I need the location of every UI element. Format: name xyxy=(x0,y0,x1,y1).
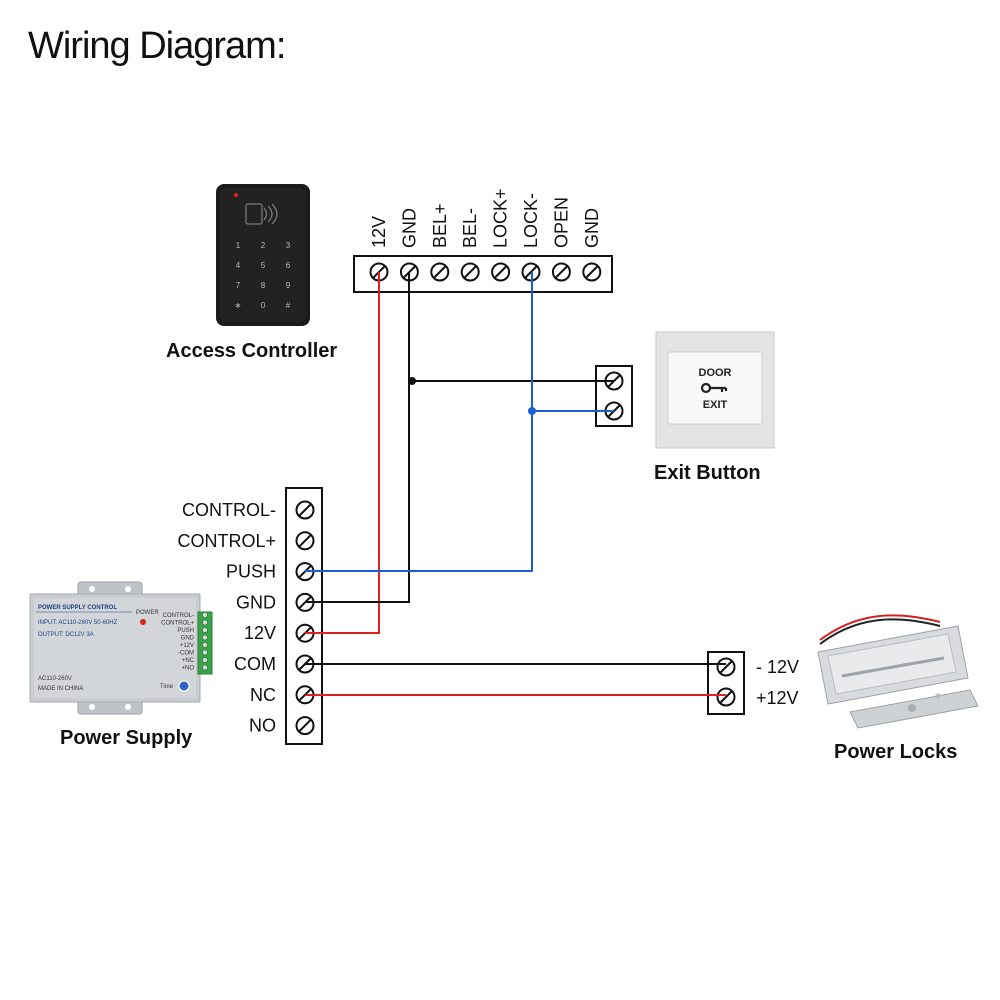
junction-push xyxy=(528,407,536,415)
psu-terminal-label: 12V xyxy=(244,623,276,643)
psu-terminal-label: PUSH xyxy=(226,562,276,582)
psu-terminal-label: NO xyxy=(249,716,276,736)
key-icon xyxy=(700,382,728,394)
keypad-key[interactable]: 0 xyxy=(261,301,266,310)
exit-button-terminal-block xyxy=(595,365,633,427)
power-supply-device: POWER SUPPLY CONTROL INPUT: AC110-260V 5… xyxy=(29,581,213,715)
power-lock-terminal-block: - 12V +12V xyxy=(707,651,799,715)
psu-power-led xyxy=(140,619,146,625)
ac-terminal-screw-icon xyxy=(430,262,450,282)
ac-terminal-label: GND xyxy=(399,208,419,248)
keypad-status-led xyxy=(234,193,238,197)
exit-exit-text: EXIT xyxy=(703,399,728,411)
terminal-block-frame xyxy=(353,255,613,293)
power-supply-terminal-block: CONTROL- CONTROL+ PUSH GND 12V COM NC NO xyxy=(177,487,323,745)
psu-terminal-screw-icon xyxy=(295,716,315,736)
ac-terminal-screw-icon xyxy=(460,262,480,282)
psu-green-screw-icon xyxy=(201,664,208,671)
psu-time-knob[interactable] xyxy=(178,680,190,692)
power-locks-label: Power Locks xyxy=(834,741,957,763)
psu-device-side-label: CONTROL+ xyxy=(161,621,194,627)
keypad-keys: 1 2 3 4 5 6 7 8 9 ∗ 0 # xyxy=(235,241,291,310)
psu-device-side-label: +12V xyxy=(180,643,194,649)
psu-green-screw-icon xyxy=(201,642,208,649)
wire-push-blue xyxy=(305,272,533,572)
psu-terminal-screw-icon xyxy=(295,531,315,551)
ac-terminal-label: GND xyxy=(582,208,602,248)
keypad-key[interactable]: 3 xyxy=(286,241,291,250)
access-controller-label: Access Controller xyxy=(166,340,337,362)
psu-device-power: POWER xyxy=(136,610,159,616)
keypad-key[interactable]: # xyxy=(286,301,291,310)
keypad-key[interactable]: 7 xyxy=(236,281,241,290)
keypad-key[interactable]: 5 xyxy=(261,261,266,270)
psu-terminal-screw-icon xyxy=(295,500,315,520)
psu-device-side-label: CONTROL- xyxy=(163,613,194,619)
ac-terminal-label: LOCK- xyxy=(521,193,541,248)
keypad-key[interactable]: 6 xyxy=(286,261,291,270)
psu-green-screw-icon xyxy=(201,612,208,619)
ac-terminal-label: OPEN xyxy=(551,197,571,248)
power-lock-device xyxy=(817,614,979,729)
psu-green-screw-icon xyxy=(201,627,208,634)
psu-device-title: POWER SUPPLY CONTROL xyxy=(38,605,117,611)
wires xyxy=(305,272,726,696)
exit-button-device: DOOR EXIT xyxy=(655,331,775,449)
keypad-key[interactable]: 4 xyxy=(236,261,241,270)
ac-terminal-screw-icon xyxy=(582,262,602,282)
exit-button-label: Exit Button xyxy=(654,462,761,484)
wire-12v-red xyxy=(305,272,380,634)
psu-device-input: INPUT: AC110-260V 50-60HZ xyxy=(38,620,118,626)
psu-terminal-label: GND xyxy=(236,592,276,612)
psu-green-screw-icon xyxy=(201,619,208,626)
psu-device-output: OUTPUT: DC12V 3A xyxy=(38,632,94,638)
psu-terminal-label: NC xyxy=(250,685,276,705)
psu-device-side-label: GND xyxy=(181,636,195,642)
access-controller-terminal-block: 12V GND BEL+ BEL- LOCK+ LOCK- OPEN GND xyxy=(353,188,613,293)
access-controller-keypad: 1 2 3 4 5 6 7 8 9 ∗ 0 # xyxy=(216,184,310,326)
psu-device-side-label: +NO xyxy=(181,666,194,672)
lock-terminal-label-neg: - 12V xyxy=(756,657,799,677)
psu-green-screw-icon xyxy=(201,657,208,664)
psu-device-side-label: -COM xyxy=(178,651,194,657)
ac-terminal-screw-icon xyxy=(551,262,571,282)
exit-door-text: DOOR xyxy=(699,367,732,379)
ac-terminal-label: BEL- xyxy=(460,208,480,248)
keypad-key[interactable]: 1 xyxy=(236,241,241,250)
ac-terminal-label: 12V xyxy=(369,216,389,248)
psu-terminal-label: CONTROL- xyxy=(182,500,276,520)
psu-device-time: Time xyxy=(160,684,174,690)
ac-terminal-label: BEL+ xyxy=(430,203,450,248)
keypad-key[interactable]: 8 xyxy=(261,281,266,290)
psu-terminal-label: COM xyxy=(234,654,276,674)
psu-device-origin: MADE IN CHINA xyxy=(38,686,83,692)
junction-gnd xyxy=(408,377,416,385)
psu-green-screw-icon xyxy=(201,649,208,656)
power-supply-label: Power Supply xyxy=(60,727,193,749)
psu-device-side-label: PUSH xyxy=(177,628,194,634)
psu-green-screw-icon xyxy=(201,634,208,641)
lock-terminal-label-pos: +12V xyxy=(756,688,799,708)
card-reader-icon xyxy=(245,203,278,225)
ac-terminal-screw-icon xyxy=(491,262,511,282)
keypad-key[interactable]: ∗ xyxy=(235,301,242,310)
keypad-key[interactable]: 2 xyxy=(261,241,266,250)
psu-terminal-label: CONTROL+ xyxy=(177,531,276,551)
keypad-key[interactable]: 9 xyxy=(286,281,291,290)
ac-terminal-label: LOCK+ xyxy=(491,188,511,248)
psu-device-model: AC110-260V xyxy=(38,676,72,682)
lock-terminal-screw-icon xyxy=(716,657,736,677)
lock-terminal-screw-icon xyxy=(716,687,736,707)
lock-cable xyxy=(819,614,941,641)
psu-device-side-label: +NC xyxy=(182,658,195,664)
diagram-title: Wiring Diagram: xyxy=(28,25,285,67)
